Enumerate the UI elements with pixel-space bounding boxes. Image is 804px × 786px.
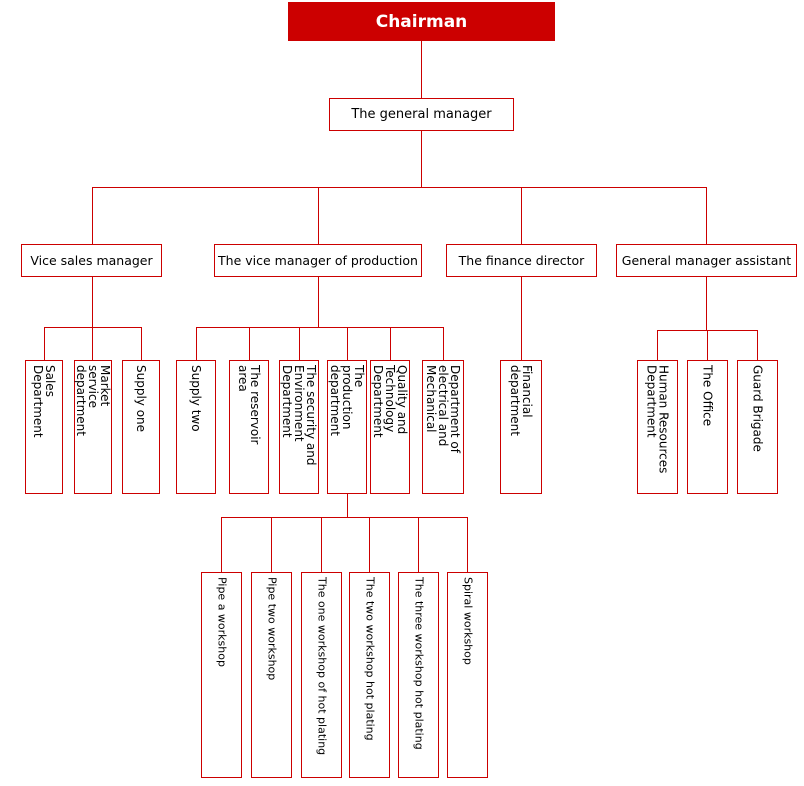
connector-v [390, 327, 391, 360]
node-vice-sales-manager: Vice sales manager [21, 244, 162, 277]
connector-v [92, 187, 93, 244]
connector-v [421, 131, 422, 187]
node-finance-director: The finance director [446, 244, 597, 277]
node-label: Supply two [189, 365, 203, 432]
connector-v [657, 330, 658, 360]
node-label: Guard Brigade [750, 365, 765, 452]
connector-v [92, 277, 93, 327]
node-sales-department: Sales Department [25, 360, 63, 494]
node-electrical-mechanical: Department of electrical and Mechanical [422, 360, 464, 494]
node-label: The three workshop hot plating [412, 577, 426, 750]
connector-v [467, 517, 468, 572]
connector-v [706, 187, 707, 244]
node-label: The reservoir area [236, 365, 262, 445]
node-general-manager: The general manager [329, 98, 514, 131]
node-security-environment: The security and Environment Department [279, 360, 319, 494]
node-label: Financial department [508, 365, 534, 436]
node-label: Pipe two workshop [265, 577, 279, 681]
connector-v [44, 327, 45, 360]
connector-v [706, 277, 707, 330]
node-vice-production-manager: The vice manager of production [214, 244, 422, 277]
connector-v [347, 494, 348, 517]
node-supply-two: Supply two [176, 360, 216, 494]
node-label: The one workshop of hot plating [315, 577, 329, 756]
connector-v [707, 330, 708, 360]
node-label: Sales Department [31, 365, 57, 438]
node-two-workshop-hot-plating: The two workshop hot plating [349, 572, 390, 778]
connector-h [221, 517, 467, 518]
node-label: The production department [328, 365, 366, 436]
node-label: The two workshop hot plating [363, 577, 377, 741]
connector-v [418, 517, 419, 572]
connector-v [318, 277, 319, 327]
node-reservoir-area: The reservoir area [229, 360, 269, 494]
node-market-service-department: Market service department [74, 360, 112, 494]
node-supply-one: Supply one [122, 360, 160, 494]
node-label: The security and Environment Department [280, 365, 318, 466]
connector-v [299, 327, 300, 360]
node-pipe-two-workshop: Pipe two workshop [251, 572, 292, 778]
node-production-department: The production department [327, 360, 367, 494]
connector-v [271, 517, 272, 572]
connector-v [421, 41, 422, 98]
node-label: Supply one [134, 365, 148, 433]
connector-v [141, 327, 142, 360]
connector-v [196, 327, 197, 360]
node-label: Market service department [74, 365, 112, 436]
connector-v [443, 327, 444, 360]
connector-v [221, 517, 222, 572]
connector-v [521, 187, 522, 244]
node-spiral-workshop: Spiral workshop [447, 572, 488, 778]
node-one-workshop-hot-plating: The one workshop of hot plating [301, 572, 342, 778]
node-hr-department: Human Resources Department [637, 360, 678, 494]
connector-v [757, 330, 758, 360]
node-gm-assistant: General manager assistant [616, 244, 797, 277]
connector-h [92, 187, 706, 188]
node-label: Department of electrical and Mechanical [424, 365, 462, 453]
connector-v [318, 187, 319, 244]
connector-v [321, 517, 322, 572]
connector-v [369, 517, 370, 572]
node-pipe-a-workshop: Pipe a workshop [201, 572, 242, 778]
node-three-workshop-hot-plating: The three workshop hot plating [398, 572, 439, 778]
node-guard-brigade: Guard Brigade [737, 360, 778, 494]
node-quality-technology: Quality and Technology Department [370, 360, 410, 494]
node-label: The Office [700, 365, 715, 427]
node-financial-department: Financial department [500, 360, 542, 494]
node-label: Quality and Technology Department [371, 365, 409, 438]
connector-v [92, 327, 93, 360]
node-chairman: Chairman [288, 2, 555, 41]
connector-v [347, 327, 348, 360]
connector-h [196, 327, 443, 328]
node-label: Human Resources Department [644, 365, 671, 474]
connector-v [521, 277, 522, 360]
connector-v [249, 327, 250, 360]
node-label: Pipe a workshop [215, 577, 229, 667]
node-the-office: The Office [687, 360, 728, 494]
node-label: Spiral workshop [461, 577, 475, 665]
